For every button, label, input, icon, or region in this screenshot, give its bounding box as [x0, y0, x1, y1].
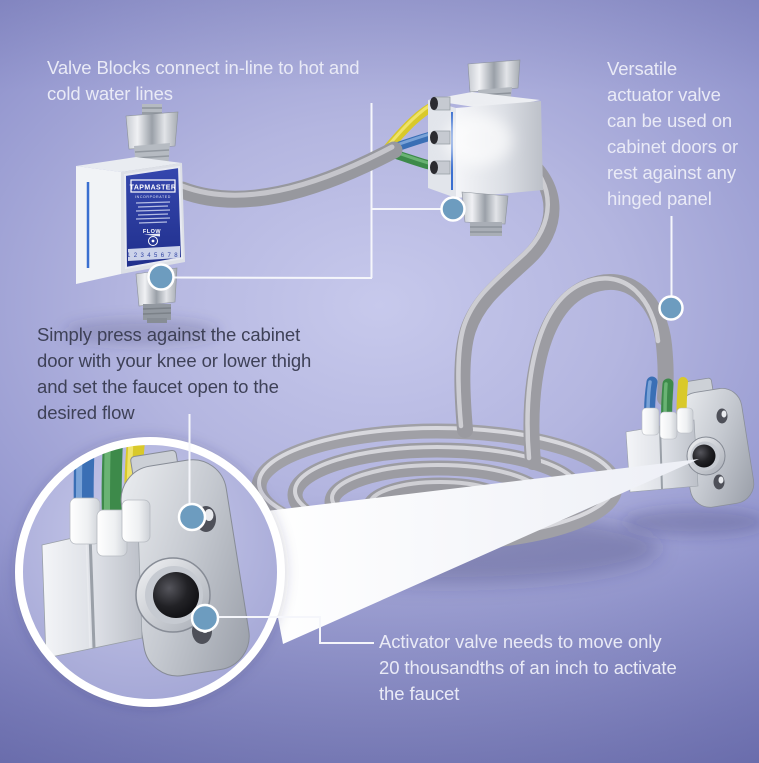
- label-flow: FLOW: [143, 229, 161, 235]
- left-block-top-face: [76, 157, 182, 172]
- magnifier-wedge: [258, 459, 699, 644]
- callout-dot-inset-top: [177, 502, 207, 532]
- annotation-versatile: Versatile actuator valve can be used on …: [607, 58, 739, 209]
- callout-line-to-left-block: [171, 276, 373, 279]
- shadow-left-block: [64, 319, 220, 345]
- shadow-actuator: [623, 508, 759, 536]
- callout-dot-inline-block: [440, 196, 466, 222]
- annotation-activator: Activator valve needs to move only 20 th…: [379, 631, 677, 704]
- inset-ring-border: [15, 437, 285, 707]
- label-scale: 12345678: [127, 253, 181, 259]
- label-sub: INCORPORATED: [135, 195, 171, 199]
- annotation-valve-blocks: Valve Blocks connect in-line to hot and …: [47, 57, 360, 104]
- inset-magnifier: [15, 437, 285, 707]
- left-block-side-face: [76, 166, 121, 284]
- inset-button: [153, 572, 199, 618]
- callout-dot-left-block: [147, 263, 175, 291]
- inline-valve-block: [428, 59, 543, 236]
- hose-arch: [523, 274, 674, 470]
- callout-dot-inset-right: [190, 603, 220, 633]
- left-valve-block: TAPMASTER INCORPORATED FLOW 12345678: [76, 104, 185, 323]
- annotation-press: Simply press against the cabinet door wi…: [37, 324, 312, 423]
- actuator-valve: [625, 376, 755, 508]
- tapmaster-label: TAPMASTER INCORPORATED FLOW 12345678: [123, 165, 184, 270]
- label-logo-icon: [148, 236, 158, 246]
- inline-block-fittings: [430, 96, 451, 175]
- callout-line-activator: [216, 616, 374, 644]
- callout-lines: [171, 208, 673, 644]
- label-brand: TAPMASTER: [130, 185, 177, 192]
- hose-block-to-coil: [454, 150, 560, 438]
- callout-dots: [147, 196, 684, 633]
- tube-bundle: [173, 99, 442, 208]
- callout-dot-hose-arch: [658, 295, 684, 321]
- actuator-button: [692, 444, 716, 468]
